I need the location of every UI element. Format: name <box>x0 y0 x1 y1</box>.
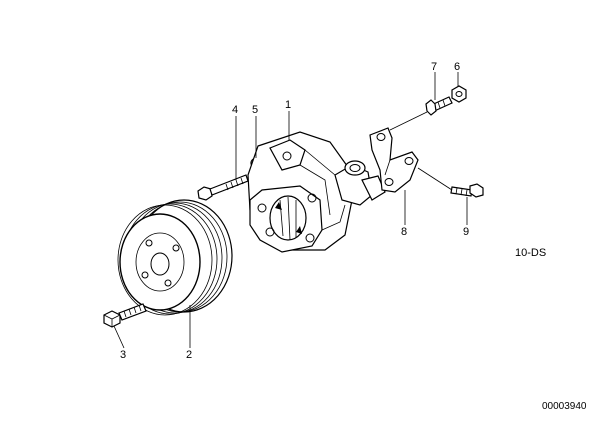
leader-lines <box>113 72 468 349</box>
callout-4: 4 <box>232 104 238 116</box>
callout-5: 5 <box>252 104 258 116</box>
pulley-bolt[interactable] <box>103 303 147 328</box>
bracket-bolt-upper[interactable] <box>425 96 453 116</box>
callout-7: 7 <box>431 61 437 73</box>
pulley[interactable] <box>117 199 233 316</box>
callout-3: 3 <box>120 349 126 361</box>
bracket-bolt-lower[interactable] <box>450 183 484 198</box>
diagram-code: 10-DS <box>515 247 546 259</box>
nut[interactable] <box>451 85 467 103</box>
callout-8: 8 <box>401 226 407 238</box>
drawing-number: 00003940 <box>542 401 587 412</box>
callout-2: 2 <box>186 349 192 361</box>
callout-1: 1 <box>285 99 291 111</box>
bracket[interactable] <box>369 127 419 193</box>
callout-labels: 1 2 3 4 5 6 7 8 9 <box>120 61 469 361</box>
callout-9: 9 <box>463 226 469 238</box>
pump-body[interactable] <box>247 131 386 253</box>
long-bolt[interactable] <box>197 174 249 201</box>
callout-6: 6 <box>454 61 460 73</box>
